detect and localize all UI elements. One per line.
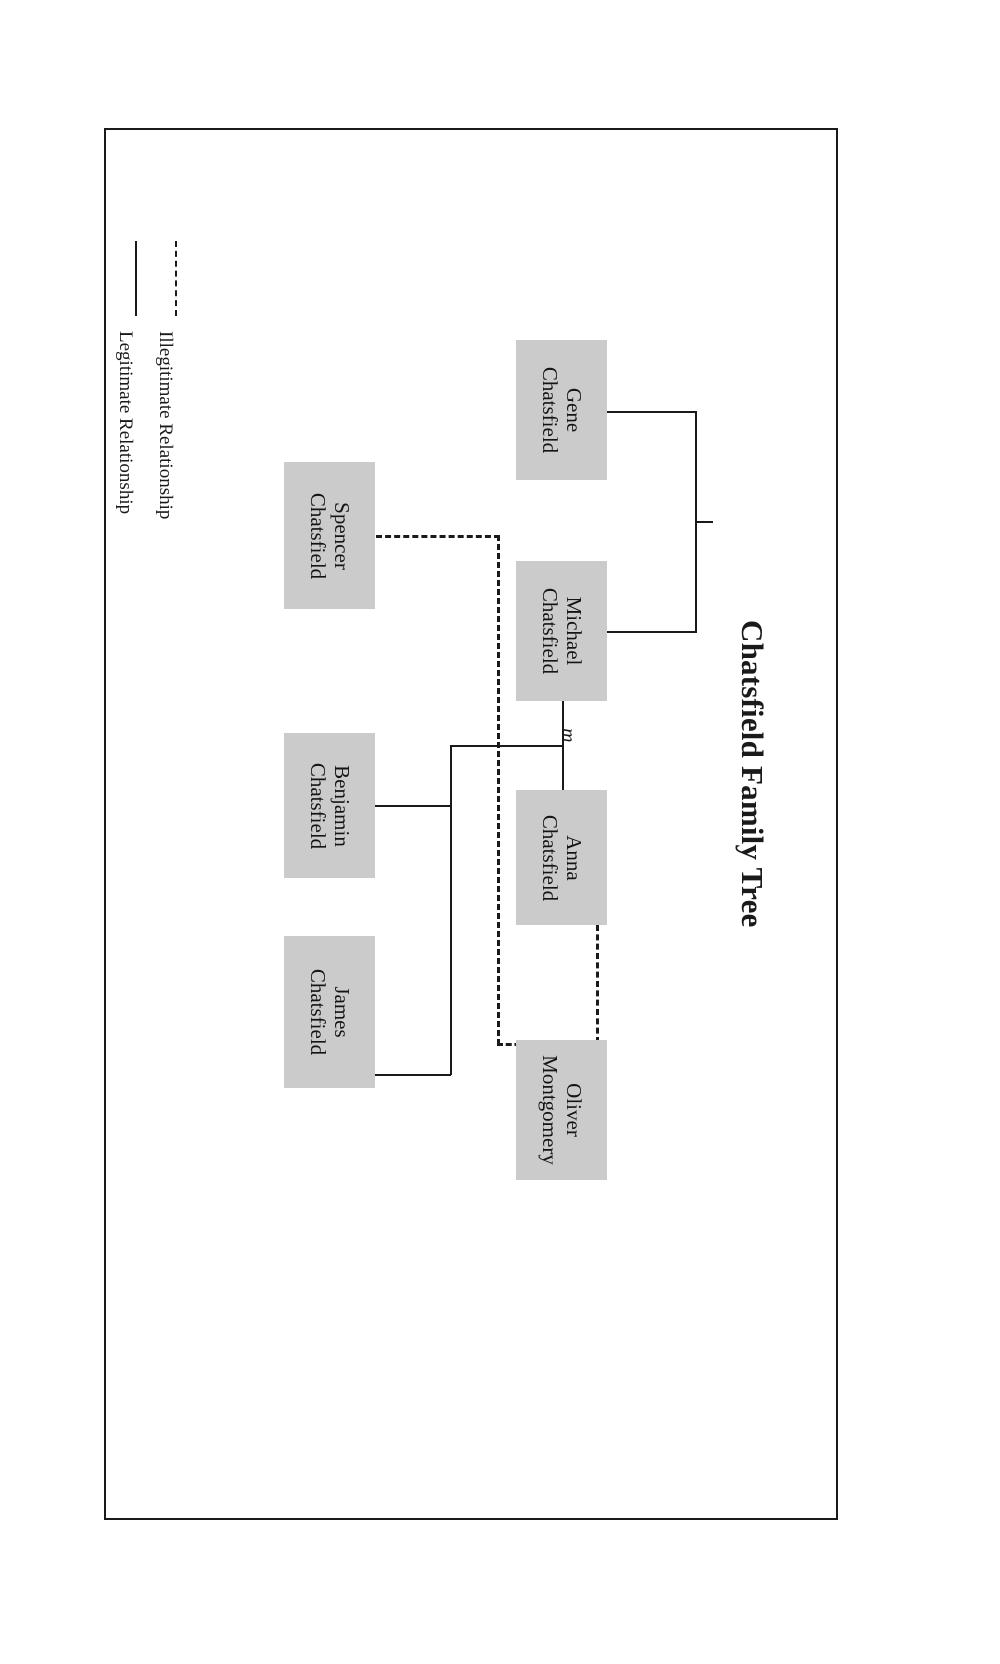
marriage-marker: m (557, 728, 579, 743)
node-james-chatsfield[interactable]: James Chatsfield (284, 936, 375, 1088)
legend-label-legitimate: Legitimate Relationship (115, 331, 136, 515)
edge-children-bracket-vertical (450, 745, 452, 1075)
node-michael-chatsfield[interactable]: Michael Chatsfield (516, 561, 607, 701)
node-label: Michael Chatsfield (537, 587, 586, 675)
node-gene-chatsfield[interactable]: Gene Chatsfield (516, 340, 607, 480)
edge-marriage-to-children-trunk (450, 745, 563, 747)
edge-children-to-benjamin (375, 805, 451, 807)
diagram-frame (104, 128, 838, 1520)
edge-gene-to-bracket (607, 411, 697, 413)
node-spencer-chatsfield[interactable]: Spencer Chatsfield (284, 462, 375, 609)
legend-dashed-line-icon (175, 241, 177, 316)
edge-spencer-branch-vertical-dashed (497, 535, 500, 1045)
edge-spencer-horizontal-dashed (376, 535, 500, 538)
edge-anna-to-oliver-dashed (596, 925, 599, 1043)
node-label: Oliver Montgomery (537, 1055, 586, 1165)
node-anna-chatsfield[interactable]: Anna Chatsfield (516, 790, 607, 925)
node-benjamin-chatsfield[interactable]: Benjamin Chatsfield (284, 733, 375, 878)
edge-sibling-bracket-stem (695, 521, 713, 523)
edge-michael-anna-marriage (562, 701, 564, 792)
node-label: Benjamin Chatsfield (305, 762, 354, 849)
node-oliver-montgomery[interactable]: Oliver Montgomery (516, 1040, 607, 1180)
edge-children-to-james (375, 1074, 451, 1076)
edge-michael-to-bracket (607, 631, 697, 633)
node-label: Anna Chatsfield (537, 814, 586, 901)
node-label: James Chatsfield (305, 968, 354, 1056)
legend-label-illegitimate: Illegitimate Relationship (155, 331, 176, 520)
node-label: Spencer Chatsfield (305, 492, 354, 579)
legend-solid-line-icon (135, 241, 137, 316)
node-label: Gene Chatsfield (537, 366, 586, 454)
